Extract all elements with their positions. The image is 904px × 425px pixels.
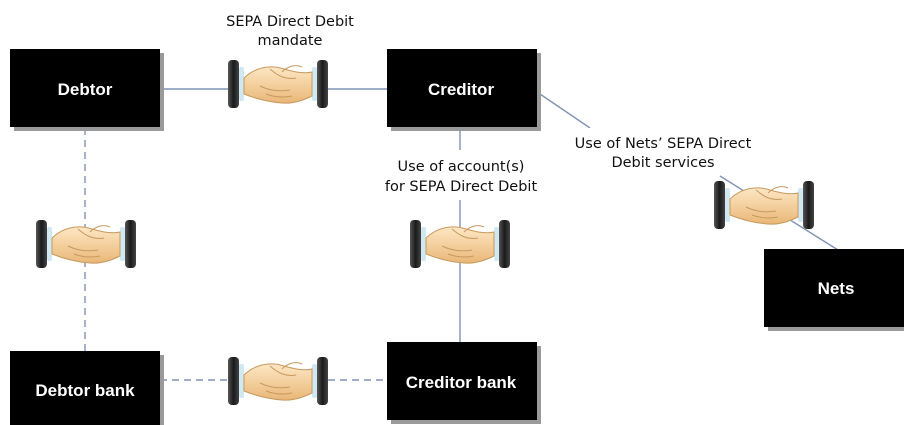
account-use-line-2: for SEPA Direct Debit: [385, 179, 538, 195]
handshake-icon: [227, 59, 329, 109]
nets-services-line-2: Debit services: [611, 155, 714, 171]
box-debtor: Debtor: [10, 49, 164, 131]
box-debtor-bank: Debtor bank: [10, 351, 164, 425]
box-creditor: Creditor: [387, 49, 541, 131]
nets-label: Nets: [818, 279, 855, 298]
handshake-icon: [409, 219, 511, 269]
box-nets: Nets: [764, 249, 904, 331]
creditor-bank-label: Creditor bank: [406, 373, 517, 392]
debtor-label: Debtor: [58, 80, 113, 99]
account-use-line-1: Use of account(s): [398, 159, 525, 175]
mandate-line-2: mandate: [258, 33, 323, 49]
nets-services-line-1: Use of Nets’ SEPA Direct: [575, 136, 752, 152]
handshake-icon: [713, 180, 815, 230]
creditor-label: Creditor: [428, 80, 495, 99]
debtor-bank-label: Debtor bank: [35, 381, 135, 400]
mandate-line-1: SEPA Direct Debit: [226, 14, 354, 30]
handshake-icon: [35, 219, 137, 269]
box-creditor-bank: Creditor bank: [387, 342, 541, 424]
label-mandate: SEPA Direct Debit mandate: [226, 14, 354, 49]
connector-creditor-nets: [536, 91, 591, 129]
handshake-icon: [227, 356, 329, 406]
label-nets-services: Use of Nets’ SEPA Direct Debit services: [562, 128, 762, 172]
label-account-use: Use of account(s) for SEPA Direct Debit: [372, 152, 550, 197]
